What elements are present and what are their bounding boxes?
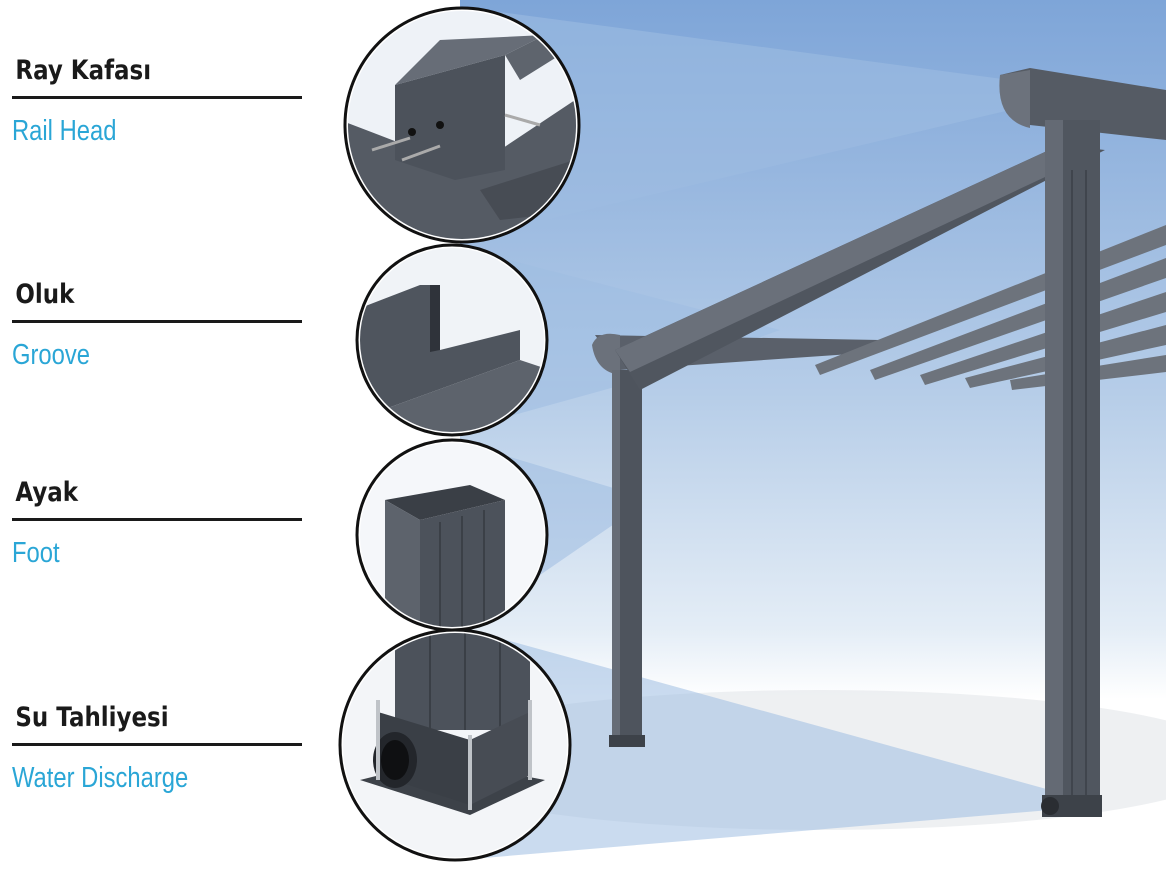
component-label-foot: Ayak Foot <box>12 476 302 570</box>
rail-head-detail <box>343 6 581 244</box>
component-label-groove: Oluk Groove <box>12 278 302 372</box>
pergola-frame <box>592 68 1166 817</box>
component-label-rail-head: Ray Kafası Rail Head <box>12 54 302 148</box>
divider <box>12 96 302 99</box>
foot-detail <box>355 438 549 632</box>
divider <box>12 320 302 323</box>
divider <box>12 518 302 521</box>
english-subtitle: Groove <box>12 339 90 371</box>
turkish-title: Ray Kafası <box>15 55 152 86</box>
water-discharge-detail <box>338 628 572 862</box>
divider <box>12 743 302 746</box>
groove-detail <box>355 243 549 437</box>
turkish-title: Ayak <box>15 477 79 508</box>
turkish-title: Su Tahliyesi <box>15 702 169 733</box>
english-subtitle: Rail Head <box>12 115 117 147</box>
english-subtitle: Foot <box>12 537 60 569</box>
turkish-title: Oluk <box>15 279 75 310</box>
english-subtitle: Water Discharge <box>12 762 189 794</box>
component-label-water-discharge: Su Tahliyesi Water Discharge <box>12 701 302 795</box>
